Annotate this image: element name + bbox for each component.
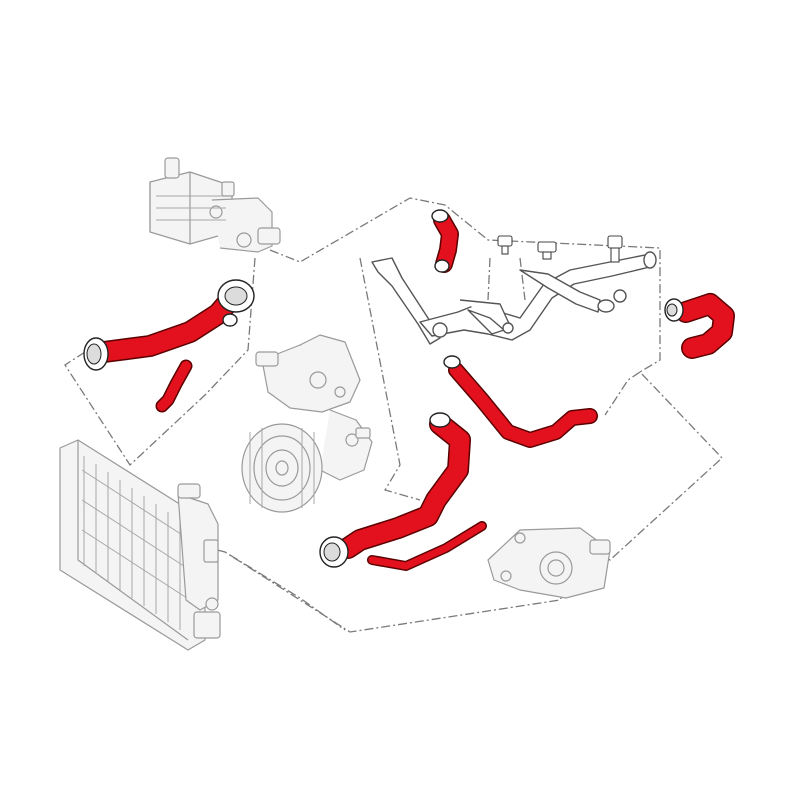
leader-center [359,257,421,501]
leader-upper-left [64,257,256,467]
hose-thin-lower [367,521,487,571]
hose-center-long [448,362,598,448]
expansion-tank-icon [177,483,221,639]
hose-bleeder-small [155,359,193,413]
hose-lower-radiator [337,413,471,559]
hose-clamp-icon [83,209,684,568]
thermostat-housing-icon [149,157,281,253]
hose-top-elbow [433,211,459,273]
coolant-hoses [93,211,735,571]
leader-right [604,371,641,416]
leader-mid-pipe [487,257,491,301]
hose-right-u [675,293,735,359]
bolt-icon [497,235,623,263]
leader-outline [209,197,723,633]
hose-upper-radiator [93,289,241,363]
leader-lines [64,197,723,633]
thermostat-bottom-right-icon [487,527,611,599]
radiator-icon [59,439,221,651]
water-pump-icon [241,334,373,513]
leader-bolt-1 [519,257,526,301]
metal-coolant-pipe [371,251,657,345]
